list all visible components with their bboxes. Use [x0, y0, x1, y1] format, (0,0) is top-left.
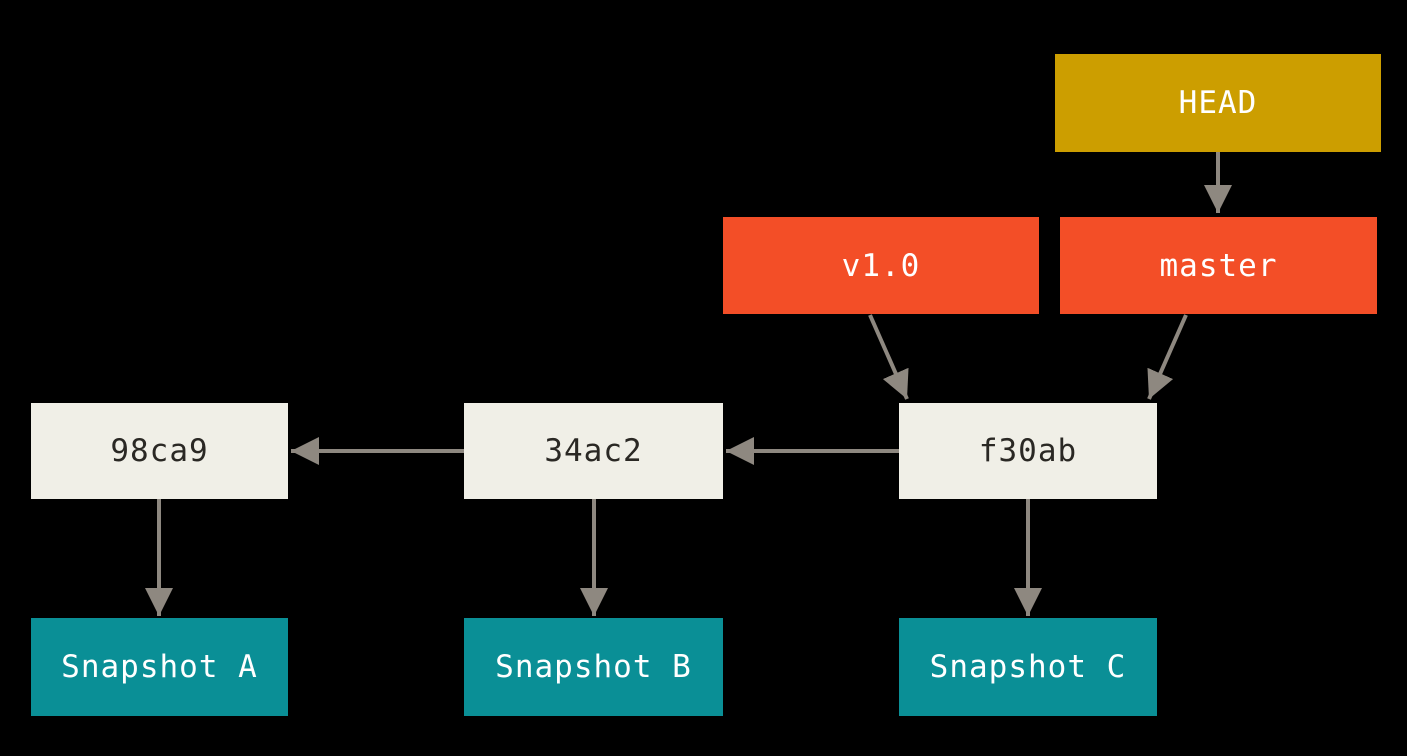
commit-f30ab-node: f30ab	[899, 403, 1157, 499]
edge-master-to-f30ab	[1147, 314, 1188, 400]
snapshot-c-node: Snapshot C	[899, 618, 1157, 716]
branch-master-node: master	[1060, 217, 1377, 314]
commit-34ac2-node: 34ac2	[464, 403, 723, 499]
tag-v1.0-node: v1.0	[723, 217, 1039, 314]
snapshot-b-node: Snapshot B	[464, 618, 723, 716]
head-pointer-node: HEAD	[1055, 54, 1381, 152]
snapshot-a-node: Snapshot A	[31, 618, 288, 716]
edge-v1.0-to-f30ab	[868, 314, 909, 400]
commit-98ca9-node: 98ca9	[31, 403, 288, 499]
